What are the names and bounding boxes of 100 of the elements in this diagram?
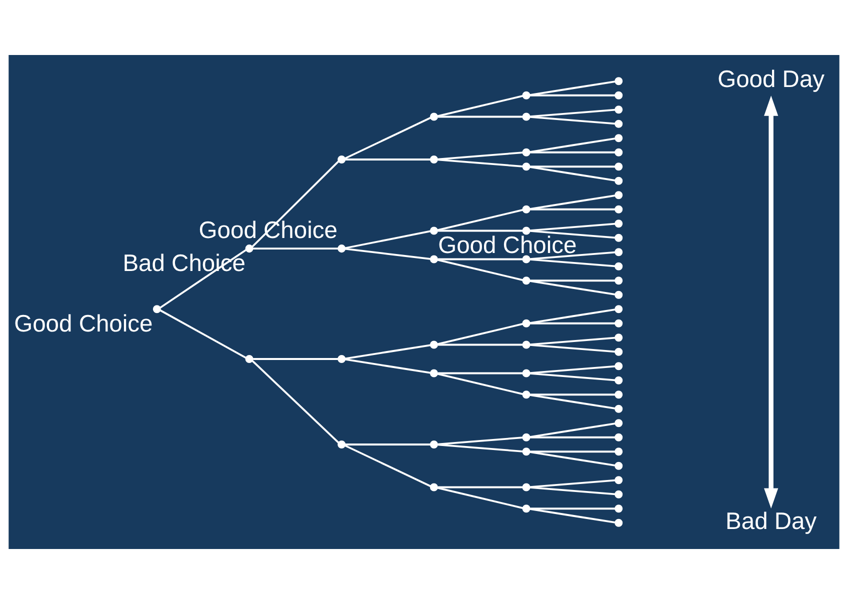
- connector: [437, 486, 523, 509]
- node-circle: [614, 120, 623, 128]
- connector: [530, 394, 615, 396]
- node-circle: [614, 334, 623, 342]
- connector: [530, 422, 616, 438]
- node-circle: [522, 448, 530, 456]
- connector: [530, 344, 616, 353]
- connector: [437, 95, 523, 118]
- node-circle: [522, 162, 530, 171]
- connector: [345, 444, 430, 446]
- connector: [530, 116, 616, 125]
- connector: [530, 251, 616, 260]
- node-circle: [614, 148, 623, 156]
- connector: [530, 365, 616, 374]
- node-circle: [614, 348, 623, 356]
- node-circle: [245, 244, 254, 253]
- node-circle: [522, 504, 530, 513]
- connector: [530, 451, 616, 466]
- node-circle: [338, 155, 346, 164]
- node-circle: [614, 248, 623, 256]
- node-circle: [338, 354, 346, 364]
- connector: [437, 323, 523, 346]
- node-circle: [614, 476, 623, 484]
- connector: [437, 209, 523, 232]
- connector: [344, 230, 430, 250]
- connector: [530, 486, 616, 496]
- node-circle: [522, 112, 530, 121]
- node-circle: [614, 433, 623, 442]
- connector: [438, 486, 523, 488]
- node-circle: [522, 390, 530, 399]
- node-circle: [430, 440, 438, 449]
- connector: [530, 336, 616, 346]
- node-circle: [522, 483, 530, 492]
- connector: [530, 166, 616, 182]
- connector: [438, 444, 523, 452]
- connector: [530, 230, 616, 239]
- connector: [438, 116, 523, 118]
- node-circle: [338, 440, 346, 449]
- node-circle: [614, 176, 623, 185]
- node-circle: [614, 290, 623, 299]
- node-circle: [430, 112, 438, 121]
- node-circle: [522, 340, 530, 349]
- connector: [344, 444, 432, 488]
- node-circle: [522, 226, 530, 235]
- node-circle: [614, 362, 623, 370]
- connector: [530, 322, 615, 324]
- node-circle: [614, 404, 623, 413]
- node-circle: [614, 462, 623, 470]
- connector: [530, 222, 616, 232]
- connector: [344, 358, 430, 374]
- node-circle: [614, 448, 623, 456]
- node-circle: [522, 205, 530, 214]
- node-circle: [614, 319, 623, 328]
- node-circle: [614, 276, 623, 285]
- node-circle: [522, 433, 530, 442]
- connector: [438, 344, 523, 346]
- node-circle: [430, 483, 438, 492]
- node-circle: [152, 305, 161, 314]
- connector: [437, 258, 523, 281]
- node-circle: [522, 369, 530, 378]
- connector: [438, 372, 523, 374]
- node-circle: [614, 518, 623, 527]
- node-label: Good Choice: [14, 310, 153, 338]
- node-circle: [430, 340, 438, 349]
- node-text: Bad Day: [726, 508, 817, 535]
- node-circle: [522, 319, 530, 328]
- node-circle: [614, 191, 623, 200]
- node-circle: [614, 376, 623, 384]
- connector: [344, 116, 432, 160]
- connector: [530, 151, 615, 154]
- connector: [530, 208, 615, 210]
- node-circle: [614, 504, 623, 513]
- node-circle: [614, 162, 623, 171]
- node-circle: [614, 205, 623, 214]
- connector: [530, 372, 616, 382]
- arrow: [764, 96, 778, 508]
- connector: [437, 372, 523, 395]
- connector: [530, 280, 615, 282]
- node-circle: [614, 305, 623, 314]
- connector: [530, 138, 616, 153]
- connector: [530, 280, 616, 296]
- connector: [530, 450, 615, 453]
- node-circle: [614, 91, 623, 100]
- node-circle: [614, 77, 623, 86]
- connector: [160, 310, 246, 359]
- connector: [530, 166, 615, 168]
- node-label: Good Choice: [198, 217, 338, 244]
- node-text: Good Day: [718, 66, 825, 94]
- connector: [253, 358, 338, 360]
- node-circle: [522, 276, 530, 285]
- connector: [438, 258, 523, 260]
- connector: [438, 230, 523, 232]
- node-label: Good Choice: [438, 232, 577, 260]
- connector: [252, 360, 340, 444]
- connector: [345, 158, 430, 160]
- node-circle: [245, 354, 254, 364]
- node-circle: [522, 255, 530, 264]
- node-circle: [338, 244, 346, 253]
- node-circle: [522, 91, 530, 100]
- connector: [530, 308, 616, 324]
